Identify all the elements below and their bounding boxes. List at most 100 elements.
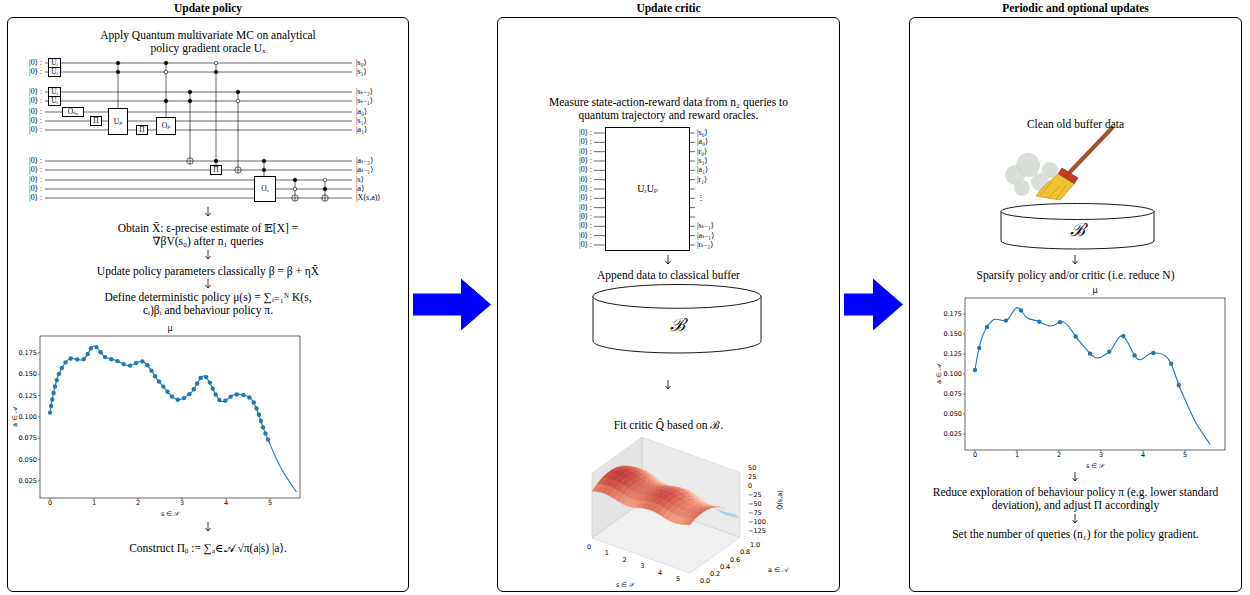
qubit-label: |0⟩ : [579,176,592,184]
broom-bristles [1036,174,1074,200]
dust-cloud [1016,153,1040,177]
qubit-label: |0⟩ : [579,138,592,146]
tick-mark [38,438,40,439]
axis-label: 0.125 [18,392,37,399]
policy-curve [50,346,296,492]
qubit-label: |0⟩ : [29,126,42,134]
flow-arrow [206,522,211,531]
centre-dot [1037,319,1041,323]
target-symbol [235,167,241,173]
quantum-wire [45,72,352,73]
tick-mark [963,434,965,435]
axis-label: 2 [136,500,140,507]
centre-dot [86,352,90,356]
centre-dot [252,400,256,404]
policy-panel: Update policyApply Quantum multivariate … [7,17,409,592]
centre-dot [50,397,54,401]
quantum-wire [45,198,352,199]
centre-dot [223,398,227,402]
centre-dot [247,395,251,399]
qubit-label: |sₜ₋₁⟩ [356,97,373,105]
node-label: Π [213,166,218,174]
centre-dot [57,372,61,376]
critic-surface [690,514,699,519]
qubit-label: |0⟩ : [579,241,592,249]
step-text: Update policy parameters classically β =… [18,265,398,278]
centre-dot [1151,351,1155,355]
centre-dot [1088,351,1092,355]
target-symbol [187,158,193,164]
control-dot [236,99,240,103]
axis-label: 3 [1099,452,1103,459]
centre-dot [149,368,153,372]
qubit-label: |0⟩ : [29,88,42,96]
qubit-label: |0⟩ : [29,117,42,125]
axis-label: 1 [605,550,609,557]
node-label: Π [139,126,144,134]
critic-surface [695,510,704,514]
centre-dot [75,357,79,361]
broom-bristles [1040,182,1052,195]
quantum-wire [45,161,352,162]
centre-dot [157,379,161,383]
qubit-label: |s₁⟩ [356,117,367,125]
control-dot [116,70,120,74]
axis-label: 2 [623,557,627,564]
control-dot [323,178,327,182]
centre-dot [69,356,73,360]
oracle-gate: Oₓ [254,176,276,202]
axis-label: 0.150 [18,371,37,378]
node-label: Uᵢ [51,88,58,96]
node-label: Uₚ [114,118,122,126]
target-symbol [292,195,298,201]
qubit-label: |s₁⟩ [356,68,367,76]
axis-label: 1 [92,500,96,507]
centre-dot [187,392,191,396]
qubit-label: |0⟩ : [579,232,592,240]
axis-label: 0.100 [18,414,37,421]
centre-dot [161,384,165,388]
centre-dot [145,363,149,367]
panel-heading: Update policy [8,2,408,15]
tick-mark [38,459,40,460]
critic-surface [685,519,694,525]
control-dot [214,61,218,65]
tick-mark [38,395,40,396]
step-text: Reduce exploration of behaviour policy π… [931,486,1221,512]
qubit-label: |aₜ₋₂⟩ [356,157,373,165]
control-dot [164,99,168,103]
centre-dot [48,410,52,414]
step-text: Construct Πᵦ := ∑ₐ∈𝒜 √π(a|s) |a⟩. [18,542,398,555]
qubit-label: |r₁⟩ [697,176,707,184]
control-dot [164,61,168,65]
centre-dot [1132,353,1136,357]
centre-dot [153,374,157,378]
qubit-label: |s₀⟩ [697,129,708,137]
axis-label: 1.0 [750,542,760,549]
centre-dot [128,363,132,367]
qubit-label: |0⟩ : [29,59,42,67]
node-label: Uᵢ [51,97,58,105]
axis-label: 0.050 [943,411,962,418]
axis-label: 0.025 [18,478,37,485]
node-label: Oₓ [261,185,269,193]
axis-label: 4 [658,569,662,576]
broom-handle [1070,128,1112,172]
centre-dot [98,350,102,354]
quantum-wire [45,189,352,190]
plot-pane [642,437,740,537]
qubit-label: |0⟩ : [579,194,592,202]
qubit-label: |0⟩ : [579,185,592,193]
centre-dot [977,346,981,350]
control-dot [214,70,218,74]
critic-surface [730,513,739,518]
centre-dot [198,376,202,380]
axis-label: 0.125 [943,351,962,358]
step-text: Append data to classical buffer [519,269,819,282]
centre-dot [94,345,98,349]
axis-label: Q̂(s,a) [777,490,784,510]
step-text: Fit critic Q̂ based on ℬ. [519,419,819,432]
control-dot [188,99,192,103]
axis-label: μ [167,325,172,333]
policy-gate: Π [136,125,148,135]
